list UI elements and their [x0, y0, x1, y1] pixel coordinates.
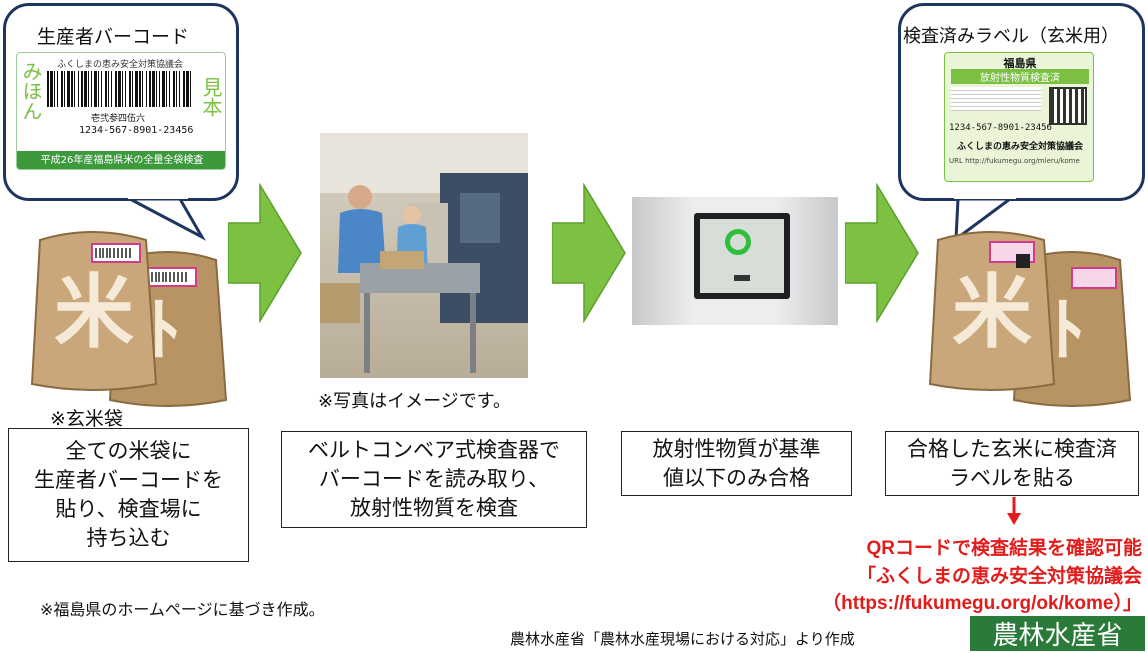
arrow-right-icon-2 [552, 183, 626, 323]
qr-note-line1: QRコードで検査結果を確認可能 [812, 533, 1142, 560]
red-down-arrow-icon [1007, 497, 1021, 525]
barcode-bar [50, 71, 53, 107]
rice-bag-caption: ※玄米袋 [50, 408, 123, 430]
step-box-1: 全ての米袋に 生産者バーコードを 貼り、検査場に 持ち込む [8, 428, 249, 562]
step-box-2: ベルトコンベア式検査器で バーコードを読み取り、 放射性物質を検査 [281, 431, 587, 528]
barcode-bar [71, 71, 73, 107]
barcode-bar [61, 71, 63, 107]
barcode-bar [179, 71, 180, 107]
monitor-screen [694, 213, 790, 299]
bubble-tail-left [128, 185, 206, 241]
qr-note-line1-text: コードで検査結果を確認可能 [894, 537, 1142, 559]
monitor-button-icon [734, 275, 750, 281]
barcode-bar [111, 71, 112, 107]
inspection-photo [320, 133, 528, 378]
arrow-right-icon-3 [845, 183, 919, 323]
barcode-bar [169, 71, 170, 107]
label-id-number: 1234-567-8901-23456 [79, 125, 194, 136]
label-footer: 平成26年産福島県米の全量全袋検査 [17, 151, 225, 169]
inspection-scene-graphic [320, 133, 528, 373]
svg-text:米: 米 [952, 266, 1032, 359]
barcode-bar [54, 71, 55, 107]
inspected-label: 福島県 放射性物質検査済 1234-567-8901-23456 ふくしまの恵み… [944, 52, 1094, 182]
barcode-bar [142, 71, 143, 107]
barcode-bar [135, 71, 138, 107]
arrow-right-icon-1 [228, 183, 302, 323]
barcode-bar [78, 71, 79, 107]
barcode-bar [122, 71, 123, 107]
qr-note-line2: 「ふくしまの恵み安全対策協議会 [856, 565, 1142, 587]
barcode-bar [81, 71, 83, 107]
rice-bags-right-icon: ﾄ 米 [928, 231, 1132, 407]
bubble-tail-right [954, 185, 1016, 243]
barcode-bar [84, 71, 87, 107]
monitor-display [700, 219, 784, 293]
barcode-bar [129, 71, 131, 107]
inspected-url: URL http://fukumegu.org/mieru/kome [949, 157, 1080, 165]
photo-note: ※写真はイメージです。 [318, 391, 511, 412]
rice-bags-left-icon: ﾄ 米 [30, 231, 228, 407]
barcode-bar [115, 71, 117, 107]
barcode-bar [159, 71, 160, 107]
barcode-bar [132, 71, 133, 107]
barcode-bar [149, 71, 151, 107]
barcode-bar [91, 71, 92, 107]
step-box-4: 合格した玄米に検査済 ラベルを貼る [885, 431, 1139, 496]
pass-circle-icon [725, 229, 751, 255]
label-producer: 壱弐参四伍六 [91, 114, 146, 124]
barcode-bar [190, 71, 191, 107]
barcode-bar [152, 71, 155, 107]
qr-note-qr: QR [866, 538, 895, 559]
barcode-bar [74, 71, 75, 107]
barcode-bar [105, 71, 107, 107]
source-note: 農林水産省「農林水産現場における対応」より作成 [510, 630, 855, 648]
barcode-bar [186, 71, 189, 107]
barcode-bar [108, 71, 109, 107]
barcode-bar [146, 71, 147, 107]
barcode-bar [64, 71, 65, 107]
footnote: ※福島県のホームページに基づき作成。 [40, 600, 325, 619]
label-org: ふくしまの恵み安全対策協議会 [57, 60, 184, 70]
barcode-bar [98, 71, 99, 107]
inspected-subheader: 放射性物質検査済 [951, 69, 1089, 84]
barcode-bar [101, 71, 102, 107]
inspected-org: ふくしまの恵み安全対策協議会 [956, 142, 1083, 152]
label-right-chars: 見本 [199, 77, 223, 117]
barcode-bar [57, 71, 58, 107]
barcode-bar [67, 71, 70, 107]
producer-barcode-title: 生産者バーコード [37, 26, 190, 48]
barcode-graphic [47, 71, 191, 107]
barcode-bar [176, 71, 177, 107]
barcode-bar [162, 71, 165, 107]
svg-text:ﾄ: ﾄ [1050, 289, 1085, 371]
barcode-bar [183, 71, 185, 107]
barcode-bar [47, 71, 49, 107]
label-left-chars: みほん [19, 61, 43, 121]
barcode-bar [166, 71, 167, 107]
barcode-bar [125, 71, 126, 107]
inspected-id-number: 1234-567-8901-23456 [949, 123, 1052, 133]
barcode-bar [118, 71, 121, 107]
inspected-header: 福島県 [1003, 57, 1037, 70]
barcode-bar [173, 71, 175, 107]
monitor-photo [632, 197, 838, 325]
producer-barcode-label: ふくしまの恵み安全対策協議会 みほん 見本 壱弐参四伍六 1234-567-89… [16, 52, 226, 170]
qr-code-icon [1049, 87, 1087, 125]
barcode-bar [139, 71, 141, 107]
barcode-bar [156, 71, 157, 107]
ministry-logo: 農林水産省 [970, 616, 1145, 651]
inspected-body-lines [951, 87, 1041, 111]
barcode-bar [94, 71, 97, 107]
barcode-bar [88, 71, 89, 107]
step-box-3: 放射性物質が基準 値以下のみ合格 [621, 431, 852, 496]
svg-text:米: 米 [54, 266, 134, 359]
inspected-label-title: 検査済みラベル（玄米用） [903, 26, 1119, 47]
qr-note-line3: （https://fukumegu.org/ok/kome）」 [822, 593, 1142, 614]
